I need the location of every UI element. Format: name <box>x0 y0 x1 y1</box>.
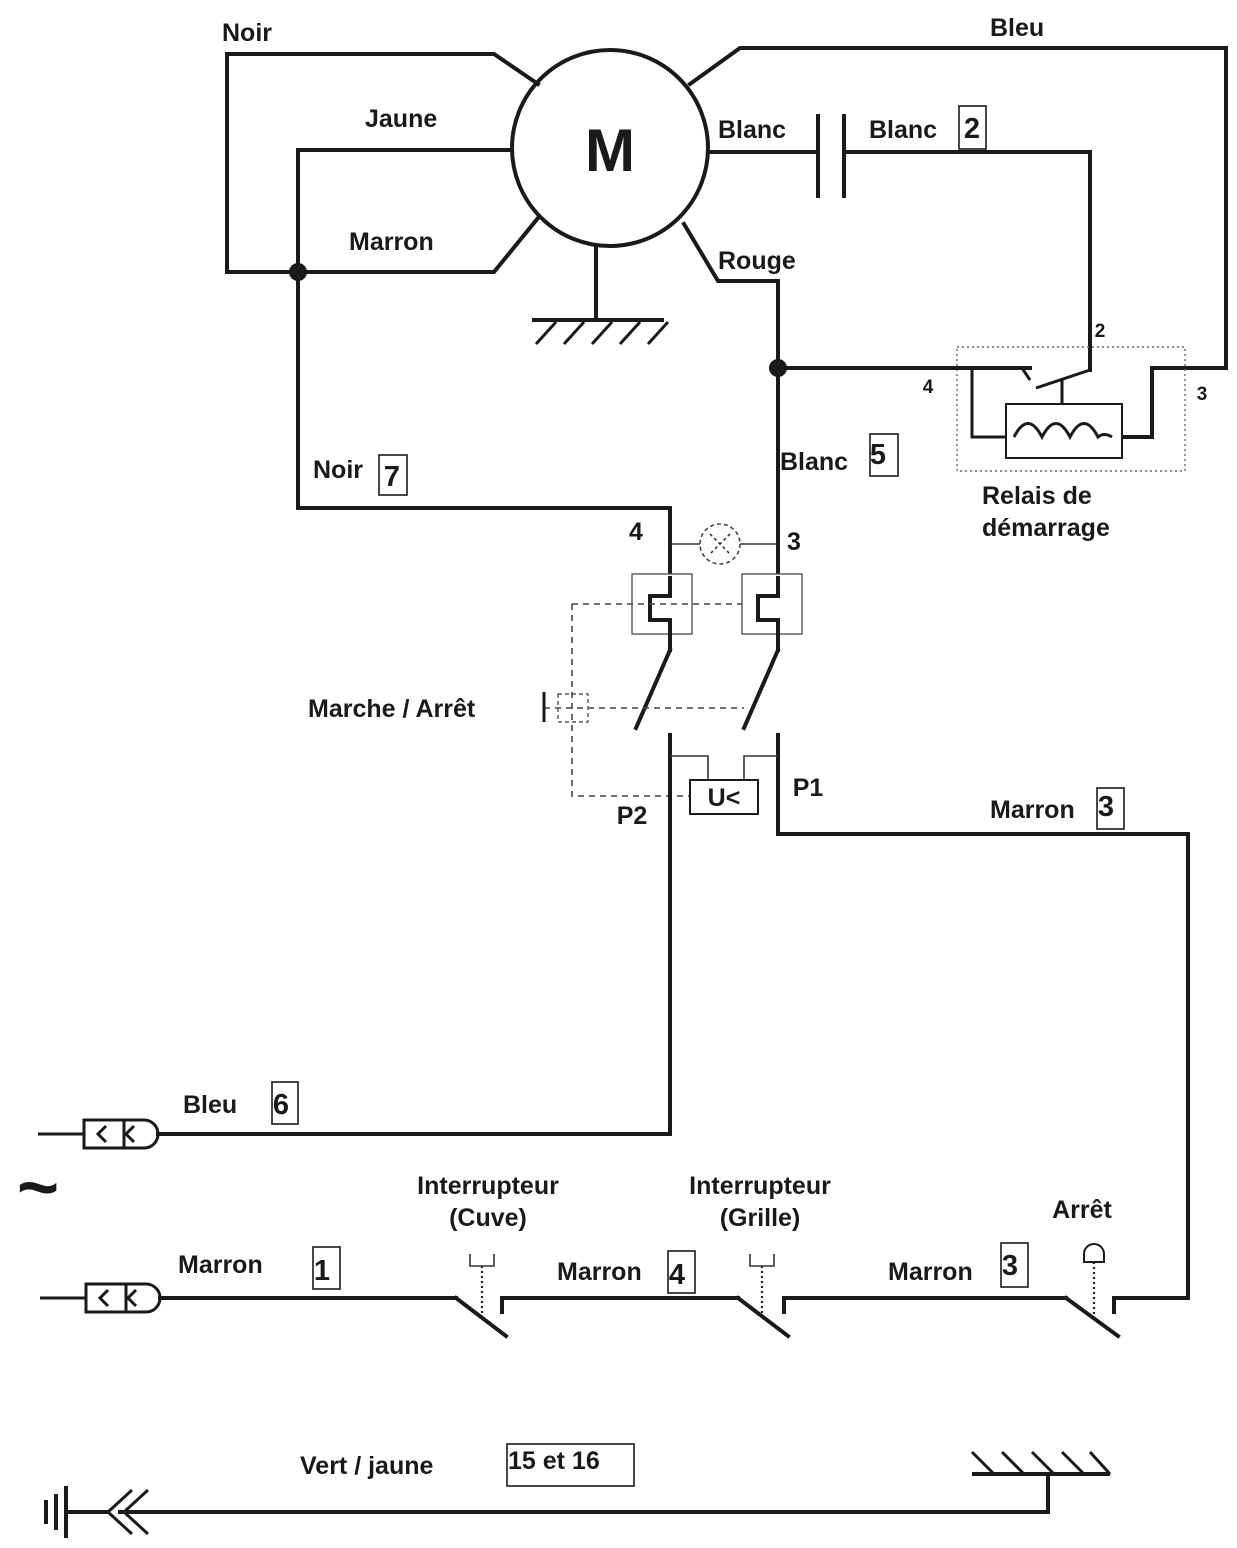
switch-p1: P1 <box>793 774 824 802</box>
tag-3-right: 3 <box>1096 787 1125 830</box>
label-bleu-top: Bleu <box>990 14 1044 42</box>
switch-pin-3: 3 <box>787 528 801 556</box>
label-blanc-left: Blanc <box>718 116 786 144</box>
plug-icon-marron <box>40 1282 162 1314</box>
label-noir-top: Noir <box>222 19 272 47</box>
label-marron-motor: Marron <box>349 228 434 256</box>
relay-pin-2: 2 <box>1095 321 1106 342</box>
label-vert-jaune: Vert / jaune <box>300 1452 433 1480</box>
wire-bleu-top <box>687 46 1228 439</box>
svg-text:3: 3 <box>1002 1250 1018 1282</box>
switch-grille-line1: Interrupteur <box>689 1172 831 1200</box>
relay-title-line2: démarrage <box>982 514 1110 542</box>
tag-2: 2 <box>958 105 987 150</box>
junction-dot-left <box>289 263 307 281</box>
svg-text:6: 6 <box>273 1089 289 1121</box>
main-switch: 4 3 Marche / Arrêt U< P1 P2 <box>308 518 1190 1300</box>
tag-6: 6 <box>271 1081 299 1125</box>
relay-pin-3: 3 <box>1197 384 1208 405</box>
label-jaune: Jaune <box>365 105 437 133</box>
svg-text:4: 4 <box>669 1259 685 1291</box>
stop-label: Arrêt <box>1052 1196 1112 1224</box>
label-blanc-right: Blanc <box>869 116 937 144</box>
svg-text:2: 2 <box>964 113 980 145</box>
label-bleu-6: Bleu <box>183 1091 237 1119</box>
svg-text:15 et 16: 15 et 16 <box>508 1447 600 1475</box>
plug-icon-bleu <box>38 1118 672 1150</box>
tag-1: 1 <box>312 1246 341 1290</box>
motor: M <box>510 48 710 248</box>
door-switch-grille: Interrupteur (Grille) <box>689 1172 831 1316</box>
wire-jaune <box>296 148 672 580</box>
wire-noir-top <box>225 52 541 274</box>
relay-title-line1: Relais de <box>982 482 1092 510</box>
relay-pin-4: 4 <box>923 377 934 398</box>
switch-cuve-line1: Interrupteur <box>417 1172 559 1200</box>
label-noir-7: Noir <box>313 456 363 484</box>
svg-text:5: 5 <box>870 439 886 471</box>
ac-supply-icon: ~ <box>17 1148 59 1228</box>
svg-text:7: 7 <box>384 461 400 493</box>
wire-rouge <box>681 221 780 580</box>
motor-label: M <box>585 117 635 184</box>
tag-15-et-16: 15 et 16 <box>506 1443 635 1487</box>
label-blanc-5: Blanc <box>780 448 848 476</box>
motor-ground-icon <box>532 244 670 346</box>
tag-3-bottom: 3 <box>1000 1242 1029 1288</box>
tag-7: 7 <box>378 454 408 496</box>
capacitor-icon <box>816 114 846 198</box>
svg-text:1: 1 <box>314 1255 330 1287</box>
tag-5: 5 <box>869 433 899 477</box>
label-marron-3-bottom: Marron <box>888 1258 973 1286</box>
relay-coil-icon <box>1012 422 1113 441</box>
label-marron-4: Marron <box>557 1258 642 1286</box>
undervoltage-label: U< <box>708 784 741 812</box>
label-marron-3-right: Marron <box>990 796 1075 824</box>
wire-blanc-capacitor-right <box>842 150 1092 372</box>
label-marron-1: Marron <box>178 1251 263 1279</box>
start-relay: 2 4 3 Relais de démarrage <box>776 321 1208 542</box>
door-switch-cuve: Interrupteur (Cuve) <box>417 1172 559 1316</box>
earth-icon <box>44 1486 68 1538</box>
tag-4: 4 <box>667 1250 696 1294</box>
stop-button: Arrêt <box>1052 1196 1113 1316</box>
switch-cuve-line2: (Cuve) <box>449 1204 527 1232</box>
switch-grille-line2: (Grille) <box>720 1204 801 1232</box>
indicator-lamp-icon <box>699 523 741 565</box>
switch-p2: P2 <box>617 802 648 830</box>
label-rouge: Rouge <box>718 247 796 275</box>
switch-label: Marche / Arrêt <box>308 695 476 723</box>
switch-pin-4: 4 <box>629 518 643 546</box>
svg-text:3: 3 <box>1098 791 1114 823</box>
earth-line <box>44 1450 1112 1538</box>
